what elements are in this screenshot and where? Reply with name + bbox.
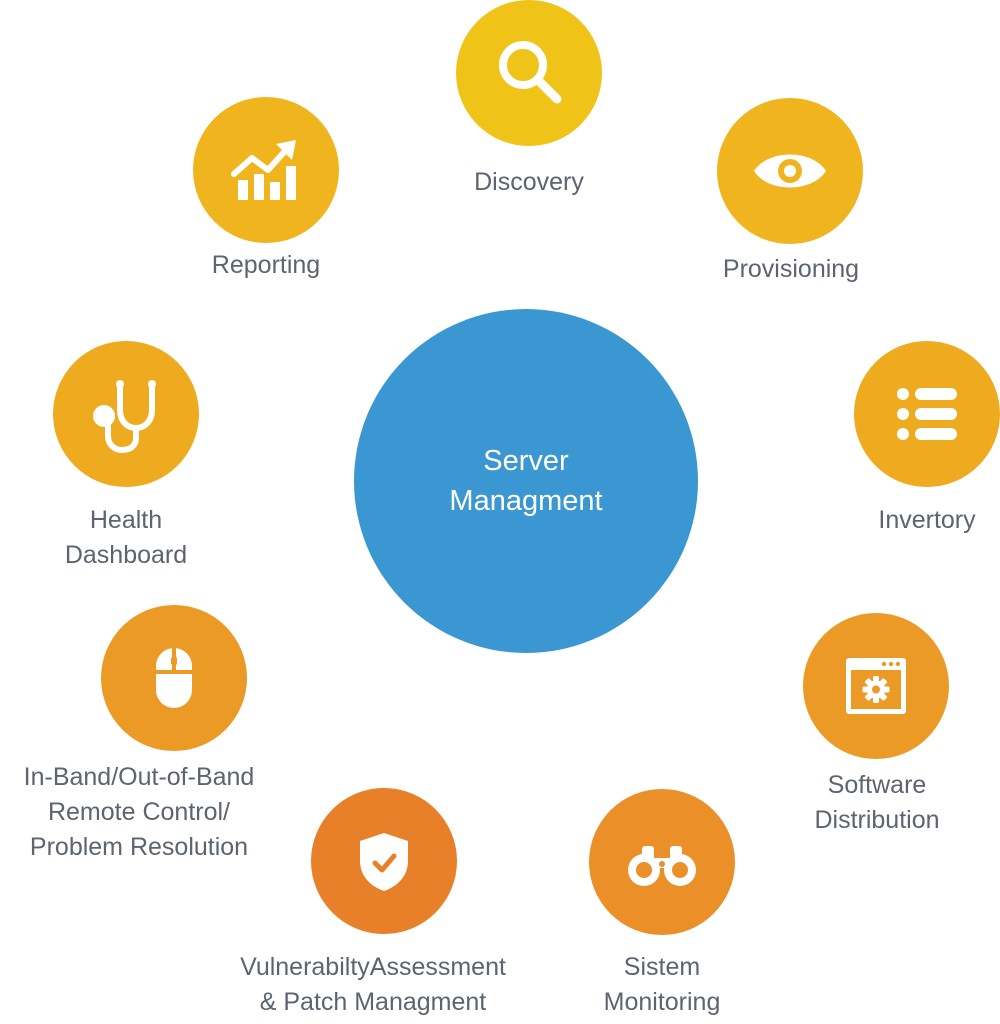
label-line: Health <box>89 506 163 534</box>
search-icon <box>499 41 562 104</box>
label-line: Distribution <box>814 806 940 834</box>
label-provisioning: Provisioning <box>723 252 859 287</box>
stethoscope-icon <box>93 380 156 454</box>
center-label-line: Server <box>483 445 569 477</box>
node-discovery <box>456 0 602 146</box>
node-vulnerability-assessment <box>311 788 457 934</box>
eye-icon <box>754 154 826 188</box>
node-remote-control <box>101 605 247 751</box>
node-health-dashboard <box>53 341 199 487</box>
mouse-icon <box>156 648 192 708</box>
label-inventory: Invertory <box>878 503 975 538</box>
node-software-distribution <box>803 613 949 759</box>
chart-growth-icon <box>231 140 296 200</box>
node-provisioning <box>717 98 863 244</box>
center-label-line: Managment <box>449 485 603 517</box>
label-line: Remote Control/ <box>47 798 231 826</box>
list-icon <box>897 388 957 440</box>
label-line: In-Band/Out-of-Band <box>23 763 255 791</box>
label-line: Discovery <box>474 168 584 196</box>
label-line: Provisioning <box>722 255 860 283</box>
node-system-monitoring <box>589 789 735 935</box>
label-line: Problem Resolution <box>29 833 249 861</box>
label-reporting: Reporting <box>212 248 320 283</box>
label-line: Dashboard <box>64 541 188 569</box>
label-vulnerability-assessment: VulnerabiltyAssessment & Patch Managment <box>240 950 506 1020</box>
label-line: Invertory <box>878 506 976 534</box>
label-discovery: Discovery <box>474 165 584 200</box>
center-circle: Server Managment <box>354 309 698 653</box>
binoculars-icon <box>628 846 696 886</box>
label-line: VulnerabiltyAssessment <box>240 953 506 981</box>
shield-check-icon <box>360 833 408 891</box>
label-line: Monitoring <box>603 988 721 1016</box>
label-line: & Patch Managment <box>259 988 487 1016</box>
node-inventory <box>854 341 1000 487</box>
label-line: Software <box>827 771 927 799</box>
label-line: Reporting <box>211 251 321 279</box>
node-reporting <box>193 97 339 243</box>
label-line: Sistem <box>623 953 701 981</box>
gear-window-icon <box>846 658 906 714</box>
